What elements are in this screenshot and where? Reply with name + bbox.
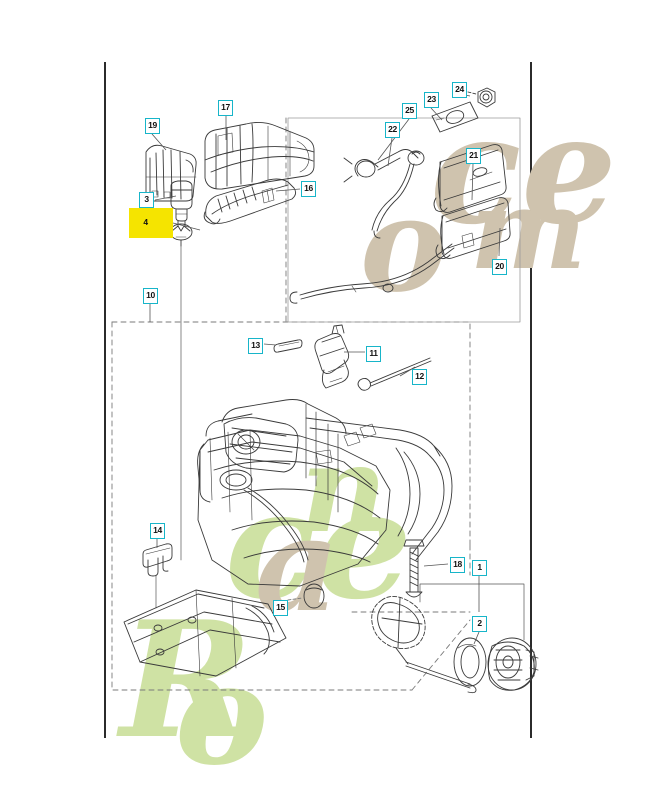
callout-label-20[interactable]: 20 <box>492 259 507 275</box>
callout-label-2[interactable]: 2 <box>472 616 487 632</box>
callout-label-22[interactable]: 22 <box>385 122 400 138</box>
callout-label-17[interactable]: 17 <box>218 100 233 116</box>
callout-label-11[interactable]: 11 <box>366 346 381 362</box>
callout-label-18[interactable]: 18 <box>450 557 465 573</box>
page-rule-right <box>530 62 532 738</box>
callout-label-15[interactable]: 15 <box>273 600 288 616</box>
callout-label-21[interactable]: 21 <box>466 148 481 164</box>
callout-label-10[interactable]: 10 <box>143 288 158 304</box>
callout-label-14[interactable]: 14 <box>150 523 165 539</box>
callout-label-23[interactable]: 23 <box>424 92 439 108</box>
callout-label-1[interactable]: 1 <box>472 560 487 576</box>
callout-label-19[interactable]: 19 <box>145 118 160 134</box>
callout-label-16[interactable]: 16 <box>301 181 316 197</box>
callout-label-3[interactable]: 3 <box>139 192 154 208</box>
callout-label-12[interactable]: 12 <box>412 369 427 385</box>
callout-label-4[interactable]: 4 <box>138 215 153 231</box>
callout-label-24[interactable]: 24 <box>452 82 467 98</box>
page-rule-left <box>104 62 106 738</box>
callout-label-13[interactable]: 13 <box>248 338 263 354</box>
callout-label-25[interactable]: 25 <box>402 103 417 119</box>
